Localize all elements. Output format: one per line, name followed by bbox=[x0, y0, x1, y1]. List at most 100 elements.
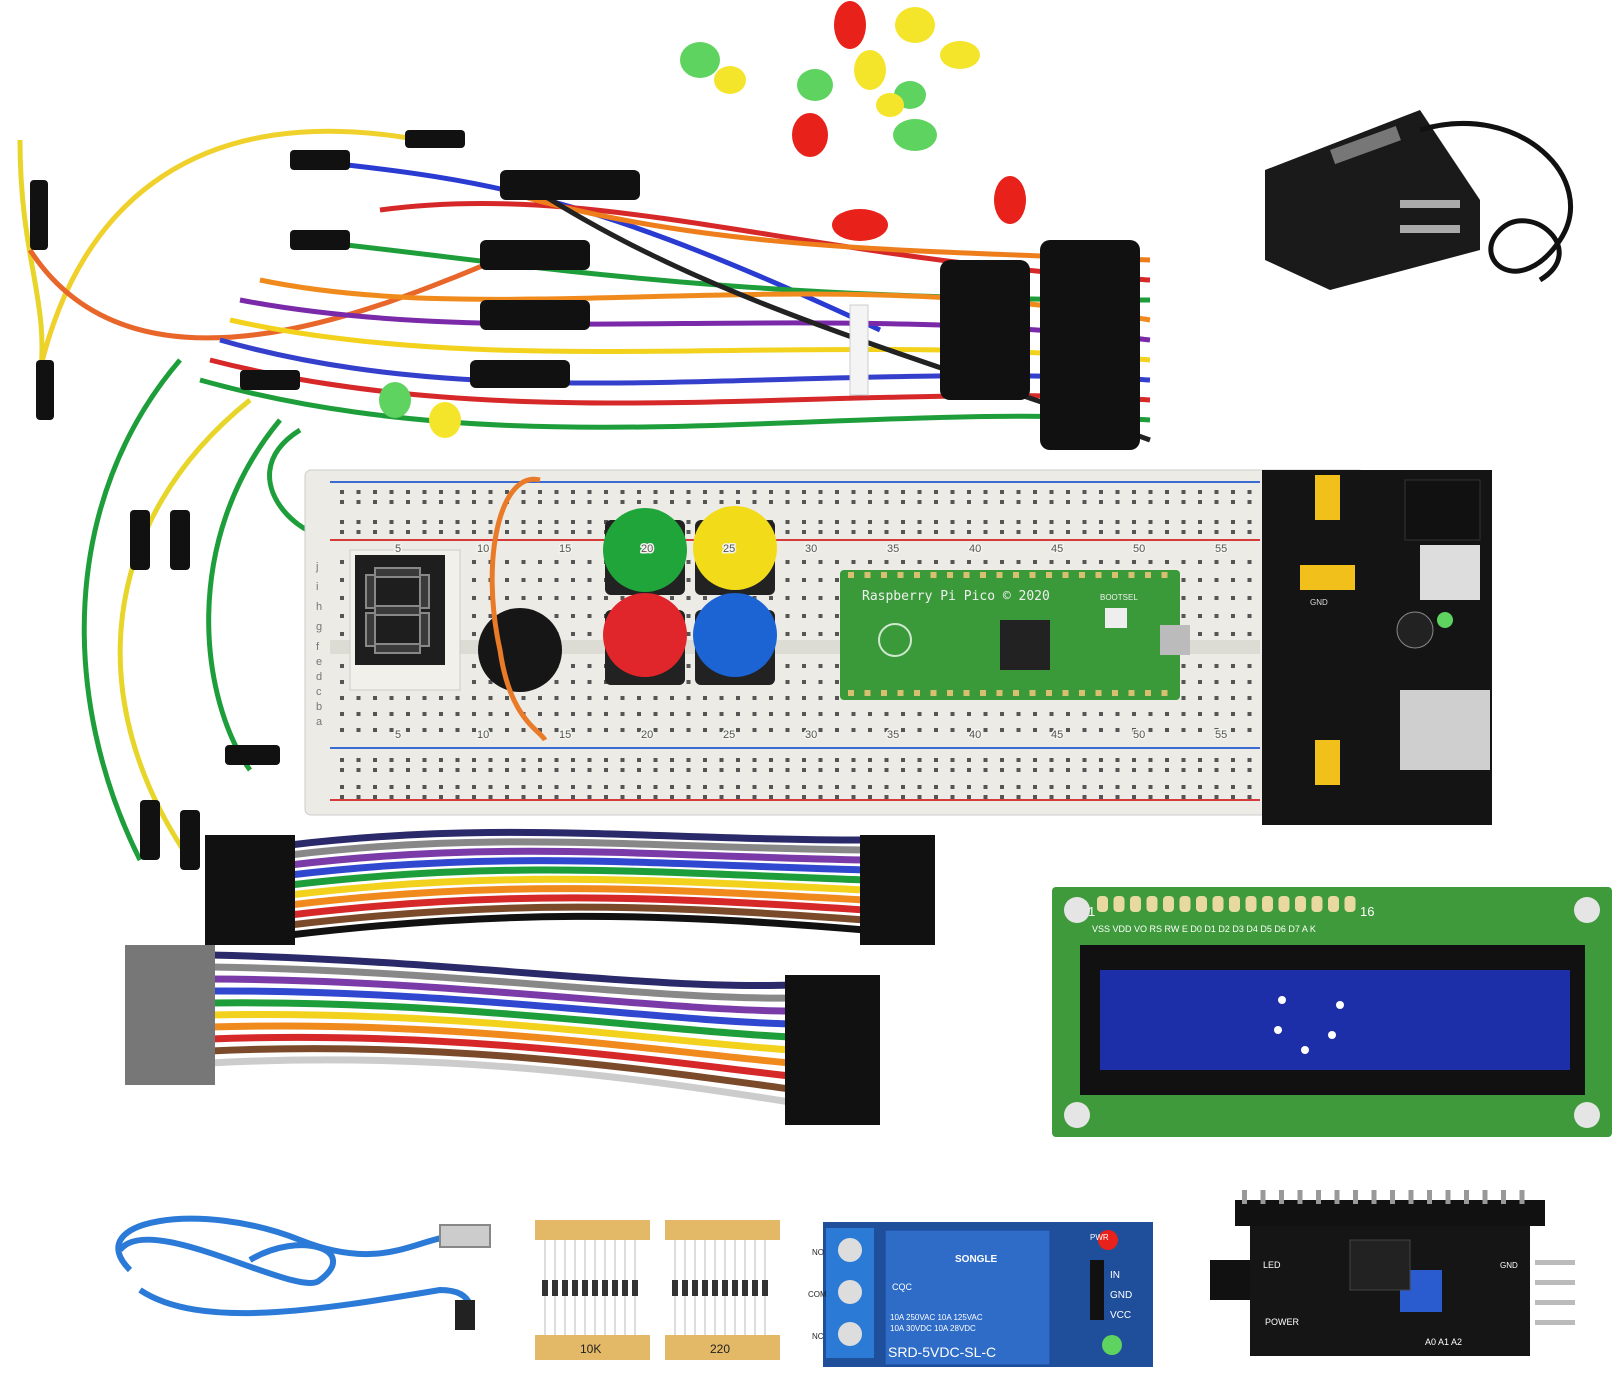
breadboard-hole bbox=[488, 530, 493, 534]
breadboard-hole bbox=[1165, 490, 1169, 494]
breadboard-hole bbox=[1165, 728, 1169, 732]
breadboard-hole bbox=[1214, 680, 1219, 684]
breadboard-hole bbox=[538, 520, 542, 524]
breadboard-hole bbox=[851, 785, 856, 789]
breadboard-hole bbox=[950, 560, 955, 564]
breadboard-hole bbox=[455, 490, 460, 494]
resistor-body bbox=[622, 1280, 628, 1296]
breadboard-hole bbox=[488, 712, 493, 716]
breadboard-hole bbox=[472, 680, 476, 684]
ribbon-connectors bbox=[125, 835, 935, 1125]
breadboard-hole bbox=[439, 530, 443, 534]
breadboard-hole bbox=[373, 768, 377, 772]
breadboard-hole bbox=[571, 520, 575, 524]
breadboard-hole bbox=[1181, 560, 1186, 564]
breadboard-hole bbox=[1231, 490, 1235, 494]
breadboard-hole bbox=[488, 490, 493, 494]
breadboard-hole bbox=[686, 696, 691, 700]
breadboard-hole bbox=[752, 758, 757, 762]
lcd-pin-pad bbox=[1295, 896, 1306, 912]
header-pin bbox=[1279, 1190, 1284, 1204]
breadboard-hole bbox=[554, 530, 559, 534]
breadboard-hole bbox=[422, 530, 427, 534]
ribbon-wire bbox=[209, 1010, 791, 1054]
breadboard-hole bbox=[983, 768, 988, 772]
breadboard-hole bbox=[1181, 696, 1186, 700]
breadboard-hole bbox=[571, 712, 575, 716]
breadboard-hole bbox=[934, 490, 938, 494]
breadboard-hole bbox=[703, 596, 707, 600]
breadboard-hole bbox=[521, 728, 526, 732]
breadboard-hole bbox=[851, 768, 856, 772]
cable-tie bbox=[849, 304, 869, 396]
breadboard-column-numbers: 5 10 15 20 25 30 35 40 45 50 55 5 10 15 … bbox=[394, 542, 1229, 743]
breadboard-hole bbox=[538, 785, 542, 789]
ribbon-wire bbox=[209, 1056, 791, 1106]
breadboard-hole bbox=[1115, 785, 1120, 789]
resistor-body bbox=[702, 1280, 708, 1296]
breadboard-hole bbox=[1148, 500, 1153, 504]
orange-jumper bbox=[489, 476, 548, 742]
breadboard-hole bbox=[389, 758, 394, 762]
breadboard-hole bbox=[1198, 632, 1202, 636]
breadboard-hole bbox=[934, 758, 938, 762]
breadboard-hole bbox=[620, 696, 625, 700]
breadboard-hole bbox=[818, 696, 823, 700]
breadboard-hole bbox=[1016, 490, 1021, 494]
breadboard-hole bbox=[934, 530, 938, 534]
breadboard-hole bbox=[538, 768, 542, 772]
col-bottom: 15 bbox=[559, 729, 571, 741]
breadboard-hole bbox=[670, 758, 674, 762]
breadboard-hole bbox=[472, 500, 476, 504]
breadboard-hole bbox=[604, 795, 608, 799]
breadboard-hole bbox=[1198, 490, 1202, 494]
breadboard-hole bbox=[1247, 530, 1252, 534]
breadboard-hole bbox=[835, 560, 839, 564]
breadboard-hole bbox=[587, 728, 592, 732]
breadboard-hole bbox=[1115, 530, 1120, 534]
breadboard-hole bbox=[1181, 490, 1186, 494]
breadboard-hole bbox=[884, 768, 889, 772]
row-label: a bbox=[316, 716, 323, 728]
breadboard-hole bbox=[637, 758, 641, 762]
breadboard-hole bbox=[587, 530, 592, 534]
pico-pin bbox=[897, 690, 904, 696]
breadboard-hole bbox=[1115, 768, 1120, 772]
breadboard-hole bbox=[455, 785, 460, 789]
breadboard-hole bbox=[587, 614, 592, 618]
ribbon-wire bbox=[289, 838, 866, 859]
breadboard-hole bbox=[736, 795, 740, 799]
breadboard-hole bbox=[785, 560, 790, 564]
pico-pin bbox=[930, 572, 937, 578]
breadboard-hole bbox=[620, 758, 625, 762]
resistor-body bbox=[552, 1280, 558, 1296]
breadboard-hole bbox=[587, 520, 592, 524]
header-pin bbox=[1297, 1190, 1303, 1204]
breadboard-hole bbox=[901, 500, 905, 504]
breadboard-hole bbox=[1033, 712, 1037, 716]
breadboard-hole bbox=[538, 500, 542, 504]
header-pin bbox=[1427, 1190, 1432, 1204]
col-top: 5 bbox=[395, 543, 401, 555]
breadboard-hole bbox=[670, 696, 674, 700]
breadboard-hole bbox=[785, 795, 790, 799]
breadboard-hole bbox=[934, 728, 938, 732]
breadboard-hole bbox=[554, 768, 559, 772]
breadboard-hole bbox=[703, 785, 707, 789]
breadboard-hole bbox=[967, 712, 971, 716]
header-pin bbox=[1242, 1190, 1247, 1204]
breadboard-hole bbox=[802, 578, 806, 582]
breadboard-hole bbox=[1132, 500, 1136, 504]
breadboard-hole bbox=[769, 758, 773, 762]
lcd-pin-pad bbox=[1245, 896, 1257, 912]
raspberry-pi-pico: Raspberry Pi Pico © 2020 BOOTSEL bbox=[840, 570, 1190, 700]
breadboard-hole bbox=[1132, 758, 1136, 762]
breadboard-hole bbox=[802, 664, 806, 668]
breadboard-hole bbox=[488, 614, 493, 618]
breadboard-hole bbox=[1066, 728, 1070, 732]
breadboard-hole bbox=[389, 795, 394, 799]
breadboard-hole bbox=[521, 596, 526, 600]
row-label: g bbox=[316, 621, 322, 633]
breadboard-hole bbox=[719, 500, 724, 504]
breadboard-hole bbox=[373, 696, 377, 700]
